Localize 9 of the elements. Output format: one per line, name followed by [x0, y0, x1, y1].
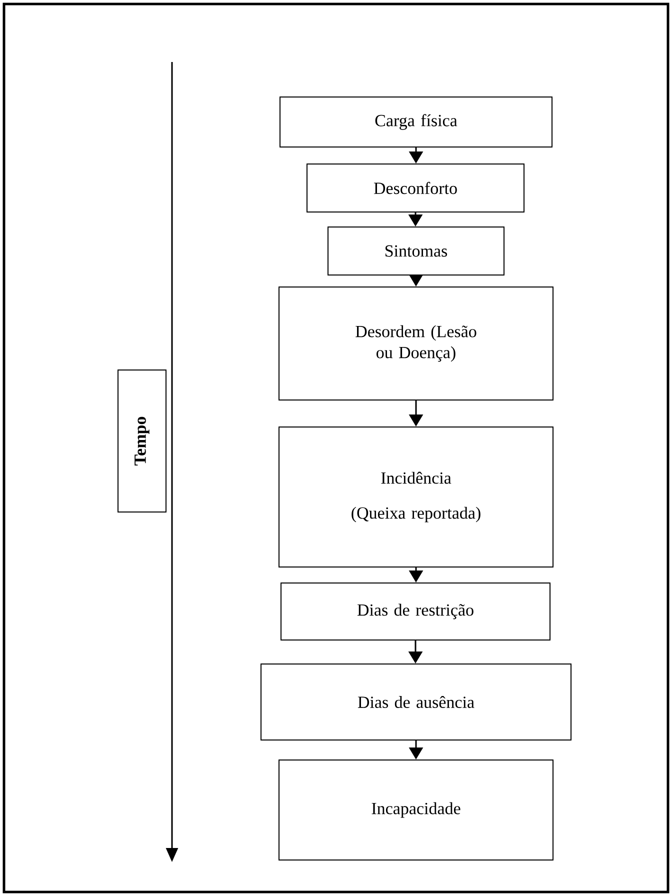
process-box: Dias de restrição [280, 582, 550, 640]
process-box: Sintomas [328, 226, 504, 276]
process-box: Desconforto [306, 164, 524, 212]
process-box: Incidência (Queixa reportada) [278, 426, 554, 568]
process-box: Dias de ausência [260, 664, 572, 740]
process-box: Incapacidade [278, 760, 554, 860]
process-box: Desordem (Lesão ou Doença) [278, 286, 554, 400]
process-box: Carga física [280, 96, 552, 148]
label-box: Tempo [118, 370, 166, 512]
